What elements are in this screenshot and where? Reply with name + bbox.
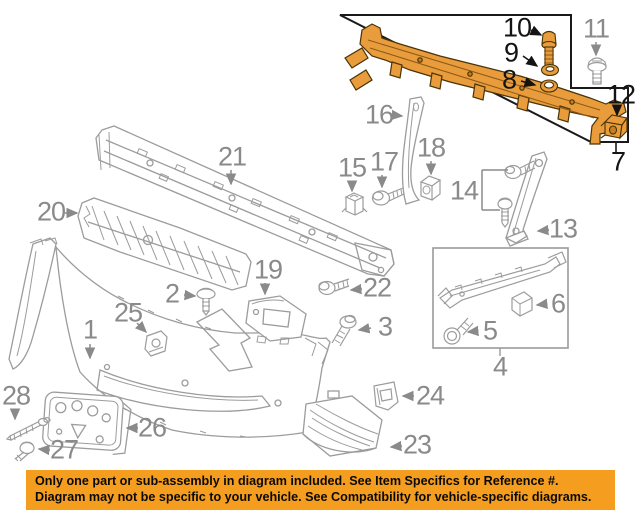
brace-16 xyxy=(401,96,425,205)
callout-20: 20 xyxy=(36,196,66,227)
brace-13 xyxy=(505,151,548,247)
callout-27: 27 xyxy=(49,434,79,465)
callout-12: 12 xyxy=(606,79,636,110)
push-pin-clip xyxy=(196,287,216,316)
callout-7: 7 xyxy=(610,146,626,177)
clip-nut-15 xyxy=(341,192,368,216)
washer-8 xyxy=(539,79,559,93)
callout-28: 28 xyxy=(1,380,31,411)
screw-27 xyxy=(14,441,35,462)
disclaimer-line-2: Diagram may not be specific to your vehi… xyxy=(35,489,592,504)
callout-22: 22 xyxy=(362,272,392,303)
energy-absorber xyxy=(77,197,252,291)
callout-19: 19 xyxy=(253,254,283,285)
callout-11: 11 xyxy=(582,13,610,44)
callout-21: 21 xyxy=(217,141,247,172)
bracket-24 xyxy=(373,381,399,411)
screw-28 xyxy=(5,417,51,441)
callout-8: 8 xyxy=(501,64,517,95)
callout-24: 24 xyxy=(415,380,445,411)
disclaimer-banner: Only one part or sub-assembly in diagram… xyxy=(26,470,615,510)
square-nut-18 xyxy=(419,175,442,201)
callout-10: 10 xyxy=(502,12,532,43)
callout-15: 15 xyxy=(337,152,367,183)
callout-26: 26 xyxy=(137,412,167,443)
fog-lamp-grille xyxy=(302,390,383,457)
callout-13: 13 xyxy=(548,213,578,244)
nut-9 xyxy=(540,63,560,77)
clip-6 xyxy=(511,291,533,317)
radiator-support-tie-bar xyxy=(344,23,627,145)
kit-box-4 xyxy=(432,247,569,356)
bracket-25 xyxy=(144,330,168,357)
screw-22 xyxy=(318,278,350,296)
bolt-5 xyxy=(443,317,474,345)
bolt-3 xyxy=(331,314,357,347)
screw-17 xyxy=(371,187,405,206)
callout-25: 25 xyxy=(113,297,143,328)
rail-bracket xyxy=(437,251,567,309)
clip-12 xyxy=(600,114,628,140)
disclaimer-line-1: Only one part or sub-assembly in diagram… xyxy=(35,474,559,488)
callout-18: 18 xyxy=(416,132,446,163)
bolt-10 xyxy=(541,30,557,67)
callout-9: 9 xyxy=(503,37,519,68)
bracket-19 xyxy=(245,295,307,345)
impact-bar xyxy=(95,125,395,277)
leader-arrows-black xyxy=(520,25,623,117)
leader-arrows xyxy=(9,42,602,456)
callout-16: 16 xyxy=(364,99,394,130)
callout-5: 5 xyxy=(482,315,498,346)
callout-6: 6 xyxy=(550,288,566,319)
callout-2: 2 xyxy=(164,278,180,309)
callout-4: 4 xyxy=(492,351,508,382)
callout-14: 14 xyxy=(449,175,479,206)
fasteners-14 xyxy=(497,160,536,228)
bolt-11 xyxy=(587,57,607,85)
callout-23: 23 xyxy=(402,429,432,460)
callout-3: 3 xyxy=(377,311,393,342)
callout-1: 1 xyxy=(82,314,98,345)
callout-17: 17 xyxy=(369,146,399,177)
